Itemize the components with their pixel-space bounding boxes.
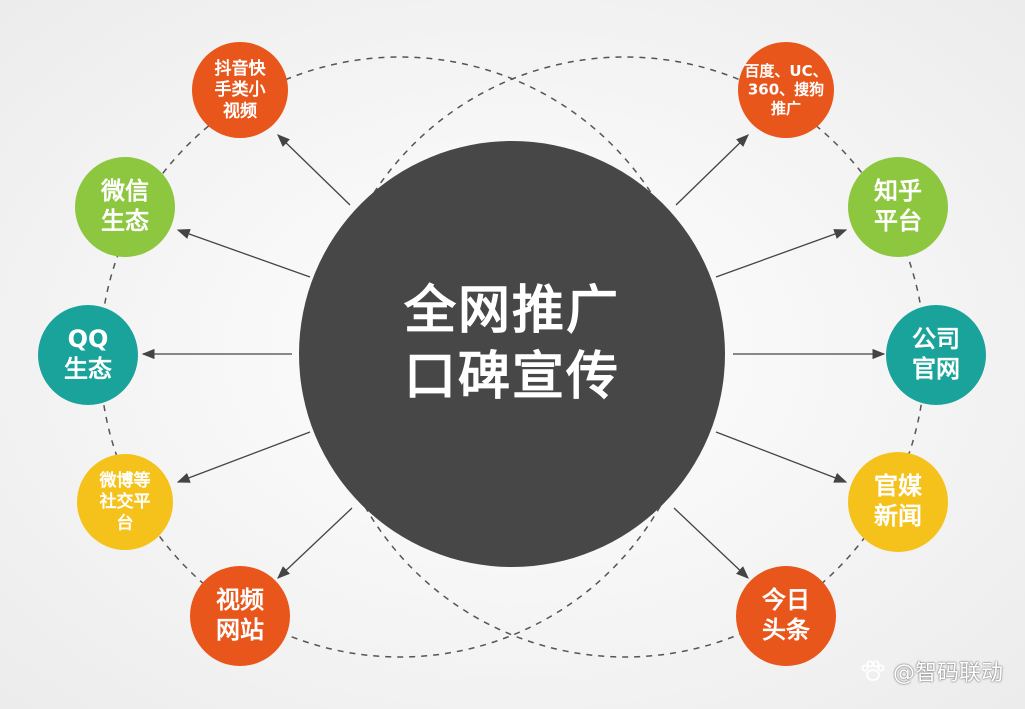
node-circle-video-sites	[190, 566, 290, 666]
connector-arrows	[141, 134, 886, 579]
node-label-wechat-line2: 生态	[101, 207, 149, 235]
node-label-media-news-line1: 官媒	[874, 472, 923, 500]
node-label-qq-line2: 生态	[64, 355, 112, 383]
node-circle-douyin	[192, 42, 288, 138]
arrow-wechat	[176, 229, 311, 278]
node-circle-official-site	[886, 305, 986, 405]
node-label-zhihu-line1: 知乎	[874, 177, 922, 205]
node-label-qq-line1: QQ	[68, 325, 109, 353]
watermark-text: @智码联动	[892, 661, 1003, 686]
node-circle-wechat	[75, 157, 175, 257]
node-circle-media-news	[848, 452, 948, 552]
node-label-media-news-line2: 新闻	[874, 502, 922, 530]
arrow-video-sites	[277, 507, 353, 579]
node-label-official-site-line1: 公司	[912, 325, 960, 353]
node-circle-qq	[38, 305, 138, 405]
node-label-search-line1: 百度、UC、	[744, 62, 827, 80]
node-circle-search	[738, 42, 834, 138]
node-label-search-line3: 推广	[771, 99, 801, 117]
center-circle	[299, 141, 725, 567]
arrow-toutiao	[673, 507, 749, 579]
arrow-zhihu	[715, 229, 848, 278]
node-label-official-site-line2: 官网	[912, 355, 960, 383]
arrow-douyin	[277, 134, 351, 206]
node-label-weibo-line1: 微博等	[99, 470, 151, 491]
node-label-weibo-line2: 社交平	[99, 491, 151, 512]
node-circle-weibo	[77, 454, 173, 550]
node-label-douyin-line1: 抖音快	[215, 58, 267, 79]
channel-nodes: 抖音快手类小视频微信生态QQ生态微博等社交平台视频网站百度、UC、360、搜狗推…	[38, 42, 986, 666]
watermark: @智码联动	[859, 655, 1003, 687]
paw-icon	[861, 660, 885, 681]
node-label-video-sites-line1: 视频	[216, 586, 264, 614]
node-circle-toutiao	[736, 566, 836, 666]
node-label-video-sites-line2: 网站	[216, 616, 264, 644]
node-label-zhihu-line2: 平台	[874, 207, 922, 235]
node-label-weibo-line3: 台	[117, 512, 134, 533]
arrow-search	[675, 134, 749, 206]
node-label-douyin-line3: 视频	[223, 100, 257, 121]
node-label-douyin-line2: 手类小	[215, 79, 266, 100]
node-label-toutiao-line1: 今日	[762, 586, 810, 614]
node-label-wechat-line1: 微信	[100, 177, 149, 205]
arrow-media-news	[715, 431, 848, 483]
center-title-line1: 全网推广	[403, 281, 620, 341]
node-label-search-line2: 360、搜狗	[748, 81, 824, 99]
center-hub: 全网推广 口碑宣传	[299, 141, 725, 567]
node-circle-zhihu	[848, 157, 948, 257]
node-label-toutiao-line2: 头条	[762, 616, 811, 644]
arrow-weibo	[176, 431, 311, 483]
center-title-line2: 口碑宣传	[404, 347, 620, 407]
